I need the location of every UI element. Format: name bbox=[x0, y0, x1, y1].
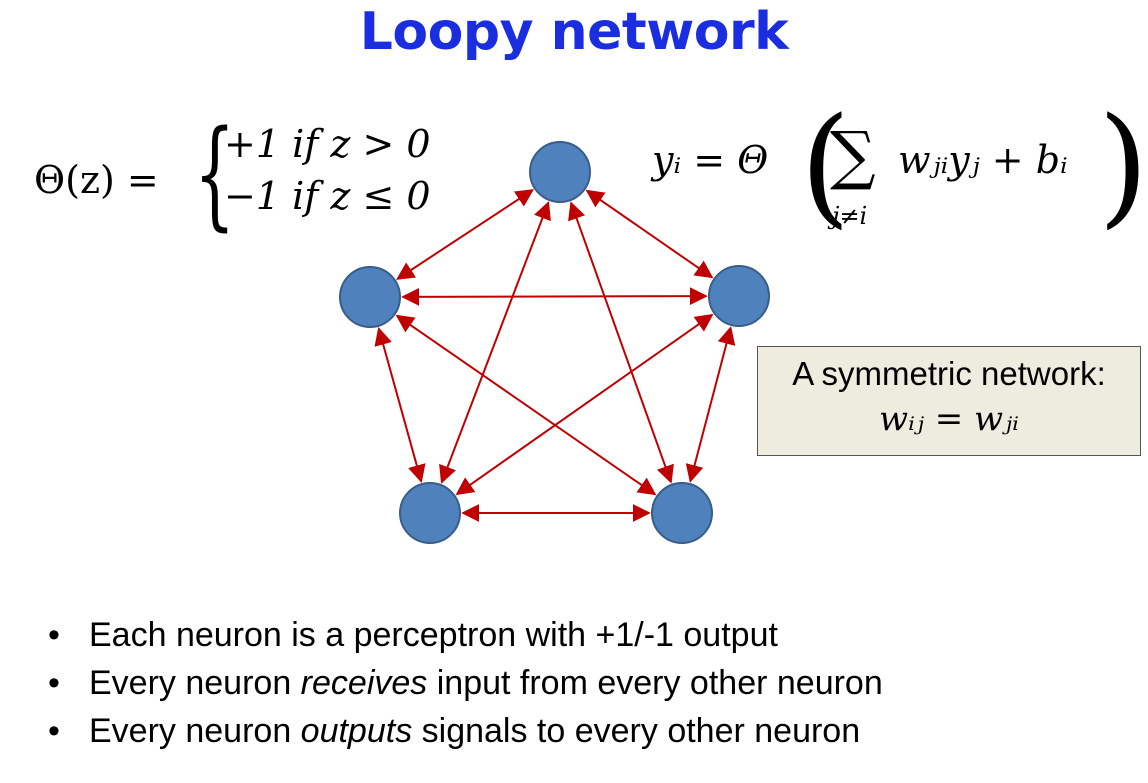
neuron-node-top bbox=[529, 141, 591, 203]
edge-upper-right-lower-right bbox=[685, 326, 736, 483]
neuron-node-upper-left bbox=[339, 266, 401, 328]
symmetric-box-title: A symmetric network: bbox=[792, 355, 1106, 392]
edge-upper-left-lower-left bbox=[374, 327, 426, 483]
edge-upper-left-lower-right bbox=[395, 314, 657, 496]
neuron-node-lower-left bbox=[399, 482, 461, 544]
theta-case-positive: +1 if z > 0 bbox=[224, 122, 431, 166]
bullet-text: Every neuron outputs signals to every ot… bbox=[89, 712, 861, 750]
symmetric-box-equation: wᵢⱼ = wⱼᵢ bbox=[879, 399, 1019, 439]
edge-top-upper-left bbox=[396, 189, 534, 280]
edge-upper-right-lower-left bbox=[455, 313, 714, 496]
cases-brace: { bbox=[194, 104, 236, 242]
theta-lhs: Θ(z) = bbox=[34, 158, 159, 202]
sum-subscript: j≠i bbox=[832, 202, 868, 230]
slide-title: Loopy network bbox=[359, 2, 789, 62]
neuron-node-upper-right bbox=[708, 265, 770, 327]
bullet-dot: • bbox=[48, 616, 60, 654]
right-paren: ) bbox=[1098, 89, 1148, 241]
left-paren: ( bbox=[800, 89, 851, 241]
edge-top-upper-right bbox=[585, 189, 714, 279]
symmetric-network-box: A symmetric network: wᵢⱼ = wⱼᵢ bbox=[757, 346, 1141, 456]
update-lhs: yᵢ = Θ bbox=[652, 138, 769, 182]
edges-group bbox=[374, 189, 736, 522]
edge-upper-left-upper-right bbox=[401, 287, 708, 306]
sum-symbol: ∑ bbox=[830, 119, 876, 193]
neuron-node-lower-right bbox=[651, 482, 713, 544]
bullet-text: Each neuron is a perceptron with +1/-1 o… bbox=[89, 616, 778, 654]
update-body: wⱼᵢyⱼ + bᵢ bbox=[898, 138, 1068, 182]
edge-top-lower-right bbox=[568, 201, 674, 484]
bullet-dot: • bbox=[48, 712, 60, 750]
nodes-group bbox=[339, 141, 770, 544]
bullet-dot: • bbox=[48, 664, 60, 702]
bullet-text: Every neuron receives input from every o… bbox=[89, 664, 883, 702]
